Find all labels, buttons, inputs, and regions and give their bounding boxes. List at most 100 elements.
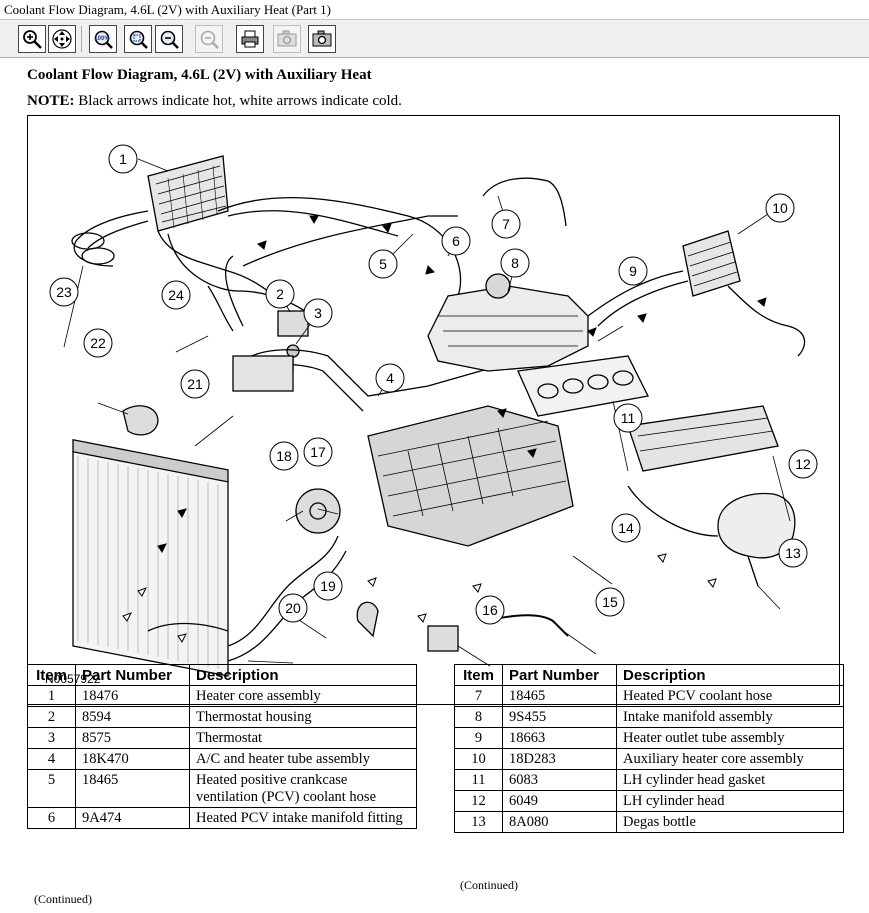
callout-12: 12 bbox=[788, 449, 818, 479]
item-cell: 2 bbox=[27, 706, 76, 728]
part-number-cell: 6083 bbox=[502, 769, 617, 791]
callout-14: 14 bbox=[611, 513, 641, 543]
callout-17: 17 bbox=[303, 437, 333, 467]
svg-text:9: 9 bbox=[629, 263, 637, 279]
note-label: NOTE: bbox=[27, 93, 75, 109]
table-header-row: Item Part Number Description bbox=[454, 664, 844, 686]
pan-button[interactable] bbox=[48, 25, 76, 53]
svg-text:11: 11 bbox=[621, 410, 636, 426]
header-part-number: Part Number bbox=[75, 664, 190, 686]
part-number-cell: 18D283 bbox=[502, 748, 617, 770]
description-cell: Heated PCV intake manifold fitting bbox=[189, 807, 417, 829]
svg-text:12: 12 bbox=[795, 456, 811, 472]
header-part-number: Part Number bbox=[502, 664, 617, 686]
part-number-cell: 6049 bbox=[502, 790, 617, 812]
part-number-cell: 18663 bbox=[502, 727, 617, 749]
description-cell: A/C and heater tube assembly bbox=[189, 748, 417, 770]
svg-text:8: 8 bbox=[511, 255, 519, 271]
toolbar: 100% bbox=[0, 20, 869, 58]
zoom-previous-button[interactable] bbox=[195, 25, 223, 53]
callout-6: 6 bbox=[441, 226, 471, 256]
save-image-icon bbox=[312, 30, 332, 47]
svg-text:21: 21 bbox=[187, 376, 203, 392]
document-content: Coolant Flow Diagram, 4.6L (2V) with Aux… bbox=[0, 58, 869, 913]
zoom-in-button[interactable] bbox=[18, 25, 46, 53]
description-cell: Heated PCV coolant hose bbox=[616, 685, 844, 707]
description-cell: LH cylinder head gasket bbox=[616, 769, 844, 791]
svg-text:15: 15 bbox=[602, 594, 618, 610]
callout-16: 16 bbox=[475, 595, 505, 625]
pan-icon bbox=[52, 29, 72, 49]
zoom-100-button[interactable]: 100% bbox=[89, 25, 117, 53]
intake-manifold-drawing bbox=[427, 273, 589, 372]
description-cell: Heater core assembly bbox=[189, 685, 417, 707]
header-item: Item bbox=[27, 664, 76, 686]
callout-2: 2 bbox=[265, 279, 295, 309]
svg-text:3: 3 bbox=[314, 305, 322, 321]
description-cell: Auxiliary heater core assembly bbox=[616, 748, 844, 770]
description-cell: Intake manifold assembly bbox=[616, 706, 844, 728]
aux-heater-core-drawing bbox=[682, 230, 741, 297]
callout-1: 1 bbox=[108, 144, 138, 174]
coolant-flow-diagram: 1 2 3 4 5 6 7 8 9 10 11 12 13 14 15 16 1… bbox=[27, 115, 840, 705]
callout-23: 23 bbox=[49, 277, 79, 307]
print-icon bbox=[241, 30, 259, 48]
callout-7: 7 bbox=[491, 209, 521, 239]
window-title: Coolant Flow Diagram, 4.6L (2V) with Aux… bbox=[0, 0, 869, 20]
svg-text:18: 18 bbox=[276, 448, 292, 464]
callout-22: 22 bbox=[83, 328, 113, 358]
part-number-cell: 8A080 bbox=[502, 811, 617, 833]
item-cell: 1 bbox=[27, 685, 76, 707]
page-title: Coolant Flow Diagram, 4.6L (2V) with Aux… bbox=[27, 67, 372, 83]
zoom-out-button[interactable] bbox=[155, 25, 183, 53]
callout-18: 18 bbox=[269, 441, 299, 471]
svg-text:16: 16 bbox=[482, 602, 498, 618]
callout-15: 15 bbox=[595, 587, 625, 617]
part-number-cell: 18K470 bbox=[75, 748, 190, 770]
svg-text:13: 13 bbox=[785, 545, 801, 561]
svg-text:10: 10 bbox=[772, 200, 788, 216]
description-cell: Thermostat housing bbox=[189, 706, 417, 728]
callout-10: 10 bbox=[765, 193, 795, 223]
callout-5: 5 bbox=[368, 249, 398, 279]
svg-text:6: 6 bbox=[452, 233, 460, 249]
continued-left: (Continued) bbox=[34, 892, 92, 906]
svg-text:7: 7 bbox=[502, 216, 510, 232]
print-button[interactable] bbox=[236, 25, 264, 53]
callouts: 1 2 3 4 5 6 7 8 9 10 11 12 13 14 15 16 1… bbox=[49, 144, 818, 625]
svg-text:14: 14 bbox=[618, 520, 634, 536]
copy-image-button[interactable] bbox=[273, 25, 301, 53]
callout-3: 3 bbox=[303, 298, 333, 328]
description-cell: LH cylinder head bbox=[616, 790, 844, 812]
svg-text:4: 4 bbox=[386, 370, 394, 386]
description-cell: Heated positive crankcase ventilation (P… bbox=[189, 769, 417, 808]
zoom-fit-button[interactable] bbox=[124, 25, 152, 53]
part-number-cell: 9S455 bbox=[502, 706, 617, 728]
callout-8: 8 bbox=[500, 248, 530, 278]
part-number-cell: 18465 bbox=[502, 685, 617, 707]
callout-11: 11 bbox=[613, 403, 643, 433]
item-cell: 9 bbox=[454, 727, 503, 749]
item-cell: 4 bbox=[27, 748, 76, 770]
callout-19: 19 bbox=[313, 571, 343, 601]
save-image-button[interactable] bbox=[308, 25, 336, 53]
callout-13: 13 bbox=[778, 538, 808, 568]
description-cell: Thermostat bbox=[189, 727, 417, 749]
note: NOTE: Black arrows indicate hot, white a… bbox=[27, 93, 402, 110]
zoom-in-icon bbox=[23, 30, 42, 49]
table-header-row: Item Part Number Description bbox=[27, 664, 417, 686]
radiator-drawing bbox=[72, 438, 229, 677]
item-cell: 7 bbox=[454, 685, 503, 707]
part-number-cell: 9A474 bbox=[75, 807, 190, 829]
header-description: Description bbox=[616, 664, 844, 686]
